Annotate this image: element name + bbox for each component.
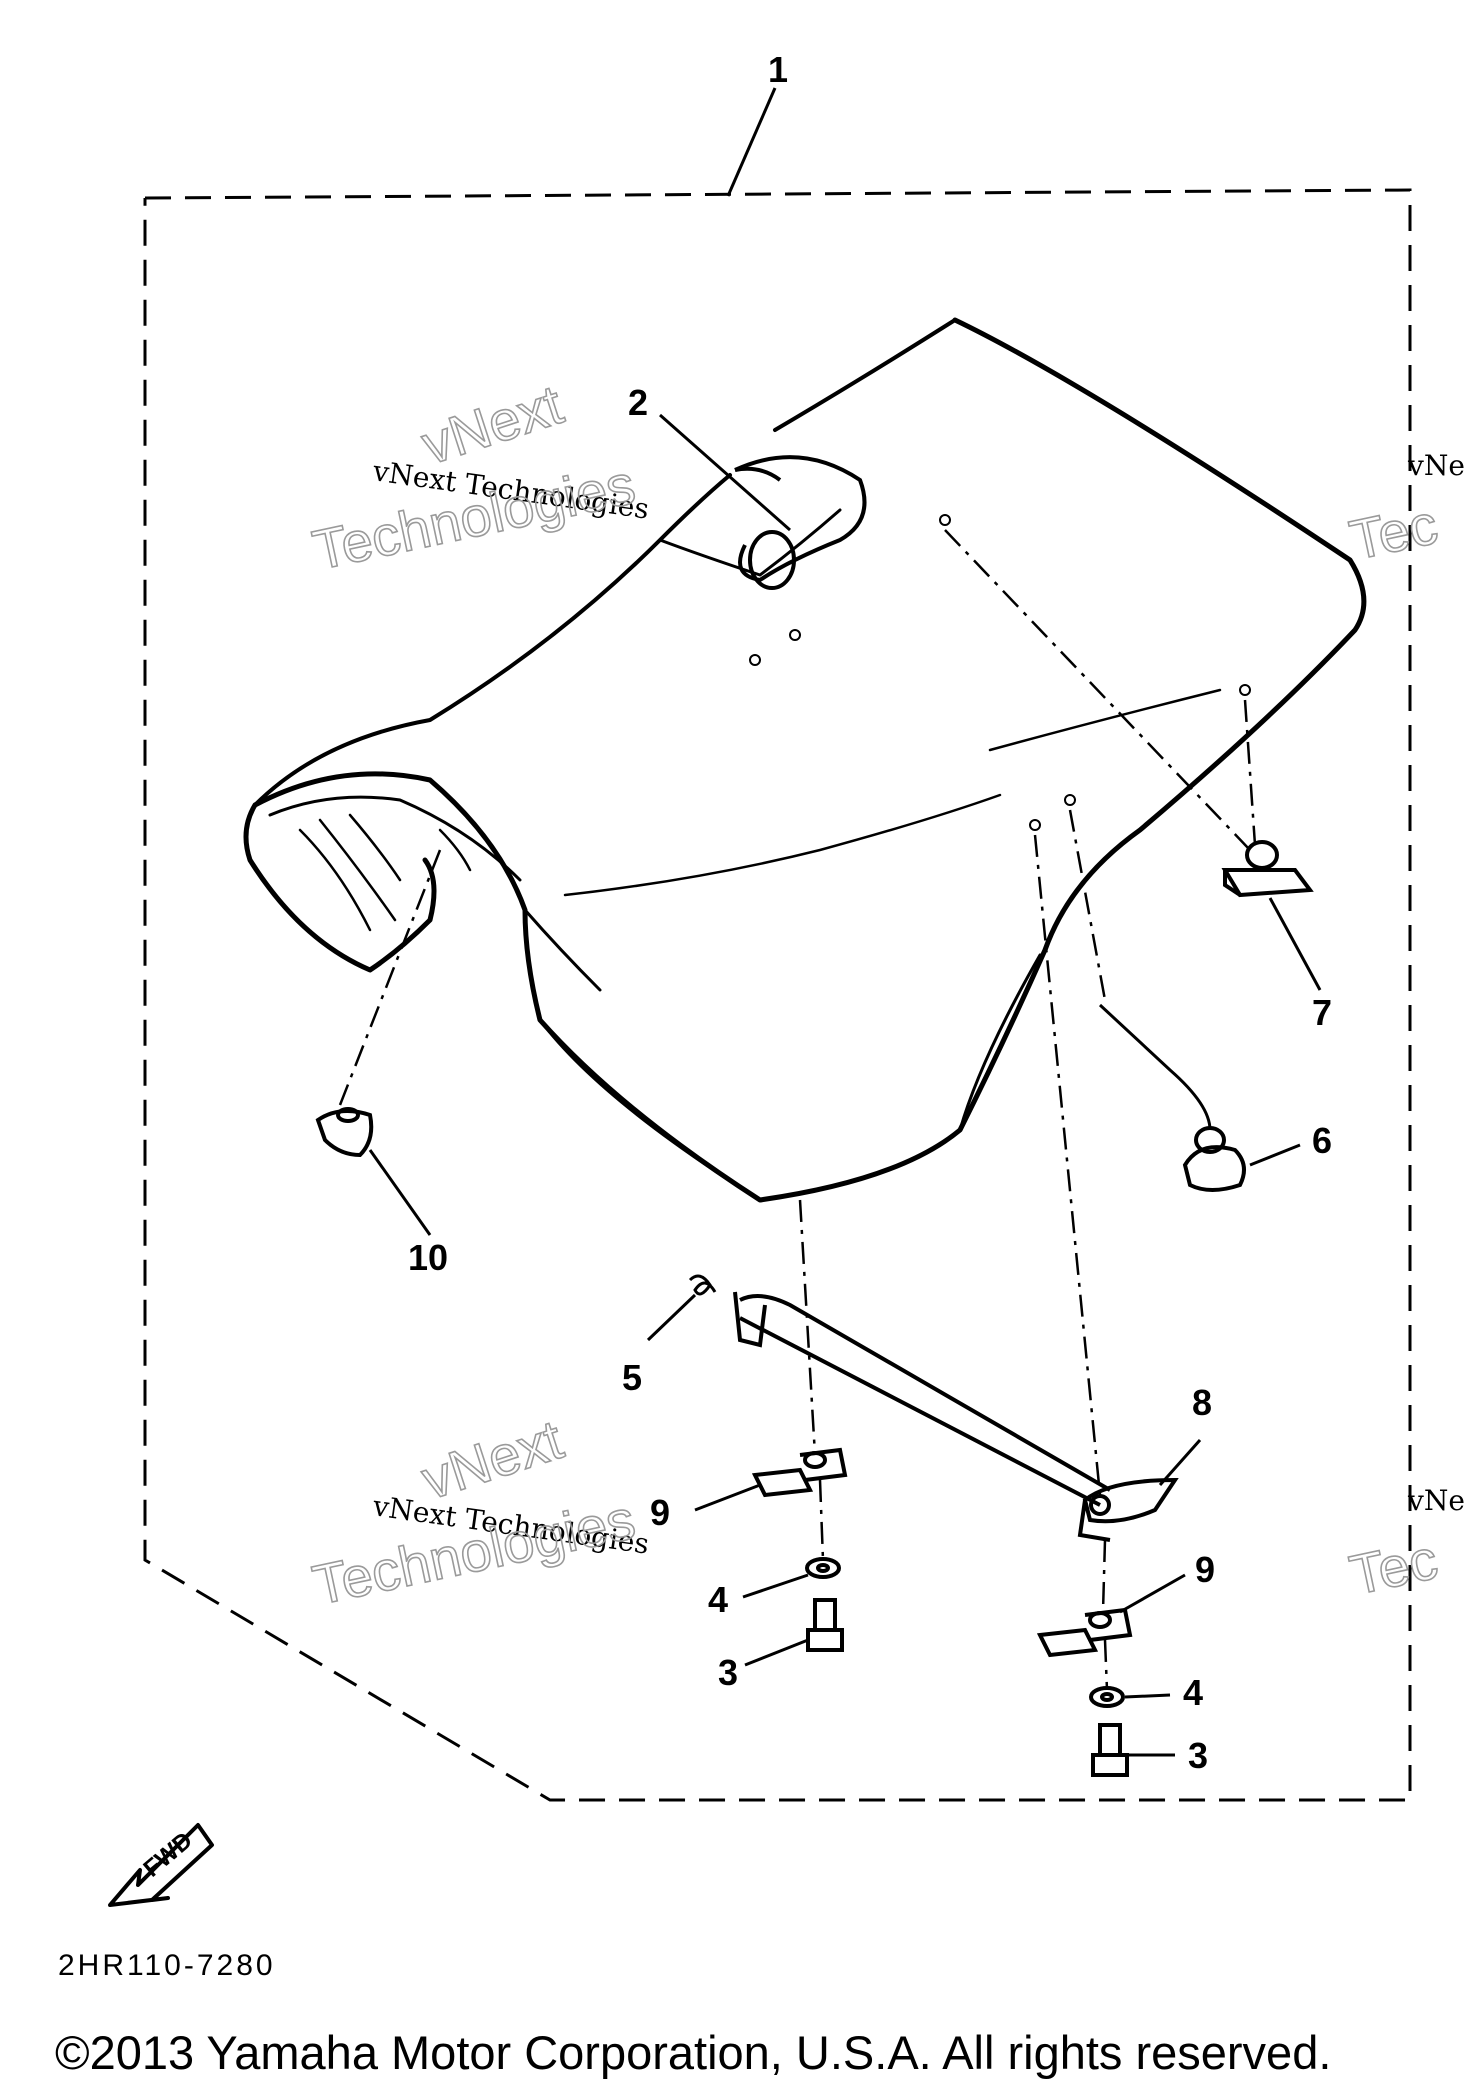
part-2-handle	[734, 455, 867, 590]
callout-8: 8	[1192, 1382, 1212, 1423]
copyright-text: ©2013 Yamaha Motor Corporation, U.S.A. A…	[55, 2026, 1332, 2079]
watermark-bottom: vNext Technologies vNext Technologies	[307, 1406, 651, 1617]
svg-text:Tec: Tec	[1344, 492, 1442, 572]
part-4-washer-right	[1089, 1686, 1125, 1708]
part-6-damper	[1182, 1126, 1246, 1192]
fwd-arrow-icon: FWD	[108, 1823, 214, 1907]
callout-labels: 1 2 3 3 4 4 5 6 7 8 9 9 10	[408, 49, 1332, 1776]
part-3-bolt-right	[1091, 1723, 1129, 1777]
leader-1	[726, 87, 777, 197]
part-10-bumper	[315, 1107, 374, 1158]
callout-5: 5	[622, 1357, 642, 1398]
part-9-bracket-right	[1036, 1607, 1133, 1658]
svg-text:Tec: Tec	[1344, 1527, 1442, 1607]
watermark-edge: vNe Tec vNe Tec	[1344, 449, 1465, 1608]
assembly-boundary	[143, 188, 1412, 1802]
svg-text:vNext: vNext	[414, 1407, 570, 1511]
part-3-bolt-left	[806, 1598, 844, 1652]
svg-text:vNe: vNe	[1407, 449, 1465, 482]
callout-3-right: 3	[1188, 1735, 1208, 1776]
callout-2: 2	[628, 382, 648, 423]
watermark-top: vNext Technologies vNext Technologies	[307, 371, 651, 582]
callout-6: 6	[1312, 1120, 1332, 1161]
svg-text:vNe: vNe	[1407, 1484, 1465, 1517]
callout-9-right: 9	[1195, 1549, 1215, 1590]
assembly-guide-lines	[338, 529, 1257, 1691]
svg-text:vNext: vNext	[414, 372, 570, 476]
callout-10: 10	[408, 1237, 448, 1278]
part-9-bracket-left	[751, 1447, 848, 1498]
callout-3-left: 3	[718, 1652, 738, 1693]
callout-7: 7	[1312, 992, 1332, 1033]
seat-body	[243, 317, 1367, 1203]
part-5-spring	[688, 1274, 717, 1296]
callout-9-left: 9	[650, 1492, 670, 1533]
callout-leaders	[368, 413, 1322, 1757]
callout-4-right: 4	[1183, 1672, 1203, 1713]
part-4-washer-left	[805, 1557, 841, 1579]
part-8-lock-rod	[733, 1291, 1179, 1542]
part-7-clip	[1221, 840, 1314, 898]
part-code: 2HR110-7280	[58, 1949, 276, 1982]
callout-4-left: 4	[708, 1579, 728, 1620]
callout-1: 1	[768, 49, 788, 90]
